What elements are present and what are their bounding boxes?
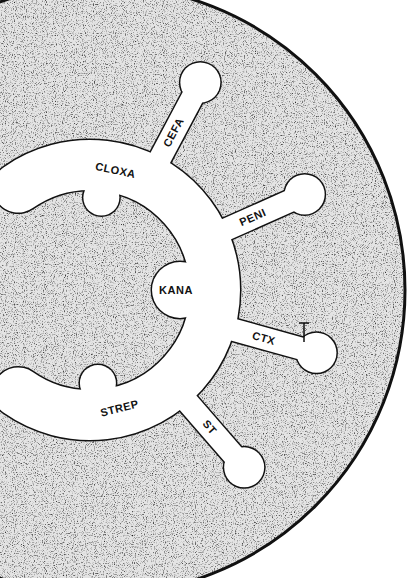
applicator-lobe: [83, 180, 119, 216]
antibiotic-disc: [296, 333, 336, 373]
antibiotic-disc: [285, 174, 325, 214]
multidisc-applicator: [18, 61, 338, 489]
applicator-lobe: [80, 365, 116, 401]
antibiotic-disc: [180, 63, 220, 103]
applicator-ring: [18, 165, 215, 415]
antibiotic-label: KANA: [159, 285, 193, 296]
applicator-lobe: [152, 262, 208, 318]
tick-mark: [299, 323, 309, 342]
antibiotic-disc: [224, 447, 264, 487]
applicator-ring: [18, 165, 215, 415]
